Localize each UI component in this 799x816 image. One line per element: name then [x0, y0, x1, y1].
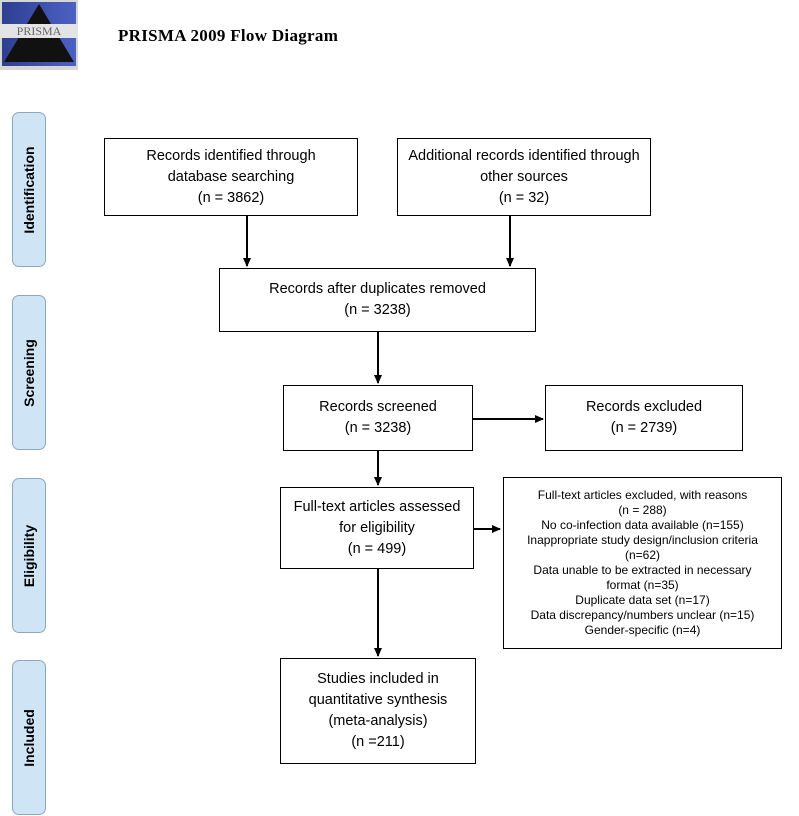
box-line: Records screened	[319, 399, 437, 415]
logo-text: PRISMA	[17, 24, 62, 38]
box-records-screened: Records screened (n = 3238)	[283, 385, 473, 451]
box-line: (n = 499)	[347, 540, 407, 557]
page-title: PRISMA 2009 Flow Diagram	[118, 26, 339, 45]
box-records-excluded: Records excluded (n = 2739)	[545, 385, 743, 451]
box-database-records: Records identified through database sear…	[104, 138, 358, 216]
box-line: (n = 2739)	[610, 420, 678, 436]
box-line: (meta-analysis)	[328, 713, 428, 729]
box-line: No co-infection data available (n=155)	[541, 518, 744, 532]
prisma-logo: PRISMA	[0, 0, 78, 70]
box-line: other sources	[480, 168, 568, 185]
box-line: (n = 288)	[618, 503, 667, 517]
box-fulltext-excluded: Full-text articles excluded, with reason…	[503, 477, 782, 649]
box-line: Full-text articles excluded, with reason…	[537, 488, 748, 502]
box-line: (n = 3238)	[344, 302, 411, 318]
box-line: Duplicate data set (n=17)	[575, 593, 710, 607]
box-line: Additional records identified through	[408, 147, 640, 164]
stage-screening: Screening	[12, 295, 46, 450]
box-line: Data unable to be extracted in necessary	[533, 563, 752, 577]
box-line: Records after duplicates removed	[269, 281, 486, 297]
box-line: Inappropriate study design/inclusion cri…	[527, 533, 758, 547]
box-line: Records excluded	[585, 399, 703, 415]
box-line: quantitative synthesis	[308, 692, 448, 708]
box-line: (n = 32)	[498, 189, 550, 206]
box-line: (n=62)	[624, 548, 661, 562]
stage-identification: Identification	[12, 112, 46, 267]
box-line: (n = 3862)	[197, 189, 265, 206]
box-studies-included: Studies included in quantitative synthes…	[280, 658, 476, 764]
box-line: Full-text articles assessed	[293, 498, 461, 515]
box-fulltext-assessed: Full-text articles assessed for eligibil…	[280, 487, 474, 569]
box-line: Gender-specific (n=4)	[584, 623, 701, 637]
box-line: database searching	[167, 168, 295, 185]
box-line: Studies included in	[317, 671, 439, 687]
box-line: format (n=35)	[606, 578, 679, 592]
box-other-sources: Additional records identified through ot…	[397, 138, 651, 216]
box-duplicates-removed: Records after duplicates removed (n = 32…	[219, 268, 536, 332]
box-line: Data discrepancy/numbers unclear (n=15)	[530, 608, 755, 622]
box-line: Records identified through	[146, 147, 316, 164]
box-line: (n =211)	[351, 734, 405, 750]
stage-eligibility: Eligibility	[12, 478, 46, 633]
stage-included: Included	[12, 660, 46, 815]
box-line: for eligibility	[339, 519, 415, 536]
box-line: (n = 3238)	[344, 420, 412, 436]
